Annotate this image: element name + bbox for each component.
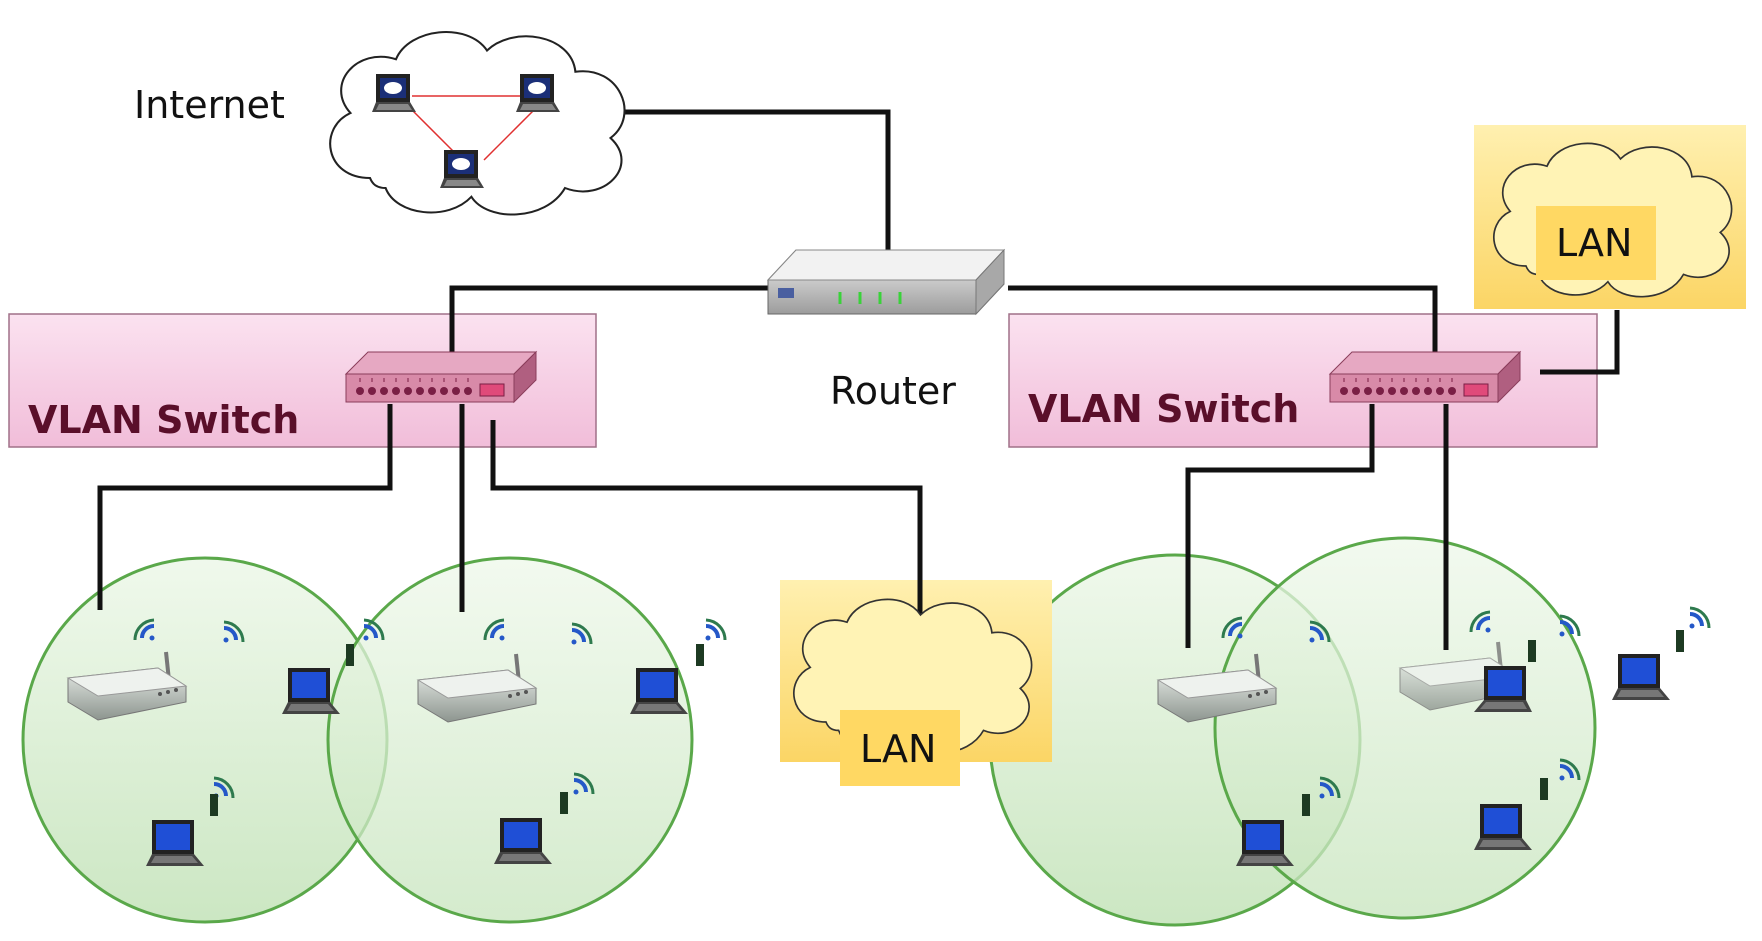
internet-label: Internet [134,83,285,127]
cable-router-left-switch [449,285,768,352]
laptop-antennas [210,630,1684,816]
internet-host-1 [372,74,416,112]
lan-middle-label: LAN [860,727,936,771]
lan-top-right-label: LAN [1556,221,1632,265]
cable-left-switch-lan [490,420,923,680]
lan-middle-label-bg [840,710,960,786]
vlan-switch-left-label: VLAN Switch [28,398,299,442]
cable-internet-router [620,109,891,250]
lan-top-right-label-bg [1536,206,1656,280]
switch-icon [345,351,537,403]
wireless-cell-2 [326,556,694,924]
cable-right-switch-ap3 [1185,404,1375,648]
switch-icon [1329,351,1521,403]
wifi-signal-icon [703,618,727,643]
router-icon [766,248,1006,316]
router-label: Router [830,369,956,413]
internet-host-3 [440,150,484,188]
cable-right-switch-lan [1540,310,1620,375]
wifi-signal-icon [1687,606,1711,631]
internet-cloud [329,30,626,216]
cables [97,109,1620,680]
vlan-switch-right-label: VLAN Switch [1028,387,1299,431]
cable-router-right-switch [1008,285,1438,352]
cable-left-switch-ap1 [97,404,393,610]
internet-host-2 [516,74,560,112]
wireless-cells [21,536,1597,927]
laptop-icon [1612,654,1670,700]
